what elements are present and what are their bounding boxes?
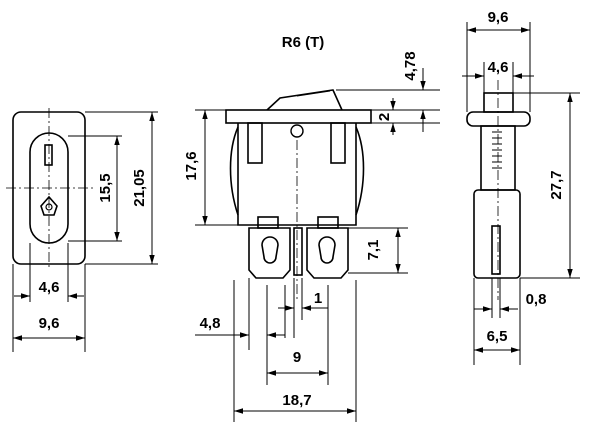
front-view-housing xyxy=(237,123,357,226)
dim-front-terminal-thickness: 1 xyxy=(314,290,322,307)
front-view-rocker xyxy=(266,89,343,111)
dim-left-height-inner: 15,5 xyxy=(97,173,114,202)
front-view-terminal-right xyxy=(306,227,349,279)
front-view-inner-block-left xyxy=(247,122,263,164)
dim-front-terminal-pitch: 9 xyxy=(293,349,301,366)
dim-side-terminal-thickness: 0,8 xyxy=(526,291,547,308)
dim-front-terminal-width: 4,8 xyxy=(200,315,221,332)
dim-left-width-inner: 4,6 xyxy=(39,279,60,296)
front-view-inner-block-right xyxy=(330,122,346,164)
front-view-pivot xyxy=(290,124,304,138)
dim-side-rocker-width: 4,6 xyxy=(488,59,509,76)
dim-front-rocker-height: 4,78 xyxy=(402,51,419,80)
dim-side-terminal-spacing: 6,5 xyxy=(487,328,508,345)
side-view-terminal-block xyxy=(473,189,521,279)
left-view: 21,05 15,5 4,6 9,6 xyxy=(6,108,158,352)
front-view-right-clip xyxy=(355,126,365,216)
dim-side-top-width: 9,6 xyxy=(488,9,509,26)
drawing-title: R6 (T) xyxy=(282,34,325,51)
side-view-rocker xyxy=(483,92,514,113)
front-view-terminal-left xyxy=(248,227,291,279)
front-view-terminal-right-hole xyxy=(318,236,336,264)
front-view: R6 (T) xyxy=(183,34,440,422)
left-view-indicator xyxy=(44,144,53,166)
front-view-rocker-line xyxy=(296,90,331,97)
side-view-terminal-pin xyxy=(491,225,501,275)
side-view: 9,6 4,6 27,7 0,8 6,5 xyxy=(462,9,580,365)
dim-front-terminal-height: 7,1 xyxy=(365,240,382,261)
dim-left-width-outer: 9,6 xyxy=(39,315,60,332)
front-view-flange xyxy=(225,109,372,124)
front-view-terminal-right-tab xyxy=(317,216,339,229)
dim-front-rocker-gap: 2 xyxy=(376,113,393,121)
side-view-flange xyxy=(466,111,531,127)
dim-front-overall-width: 18,7 xyxy=(282,392,311,409)
front-view-terminal-left-hole xyxy=(261,236,279,264)
dim-side-overall-height: 27,7 xyxy=(548,170,565,199)
side-view-ribs xyxy=(492,131,502,169)
front-view-left-clip xyxy=(229,126,239,216)
front-view-terminal-left-tab xyxy=(257,216,279,229)
front-view-terminal-center xyxy=(293,227,303,276)
dim-left-height-outer: 21,05 xyxy=(131,169,148,207)
dim-front-body-height: 17,6 xyxy=(183,151,200,180)
left-view-lamp xyxy=(40,195,58,216)
